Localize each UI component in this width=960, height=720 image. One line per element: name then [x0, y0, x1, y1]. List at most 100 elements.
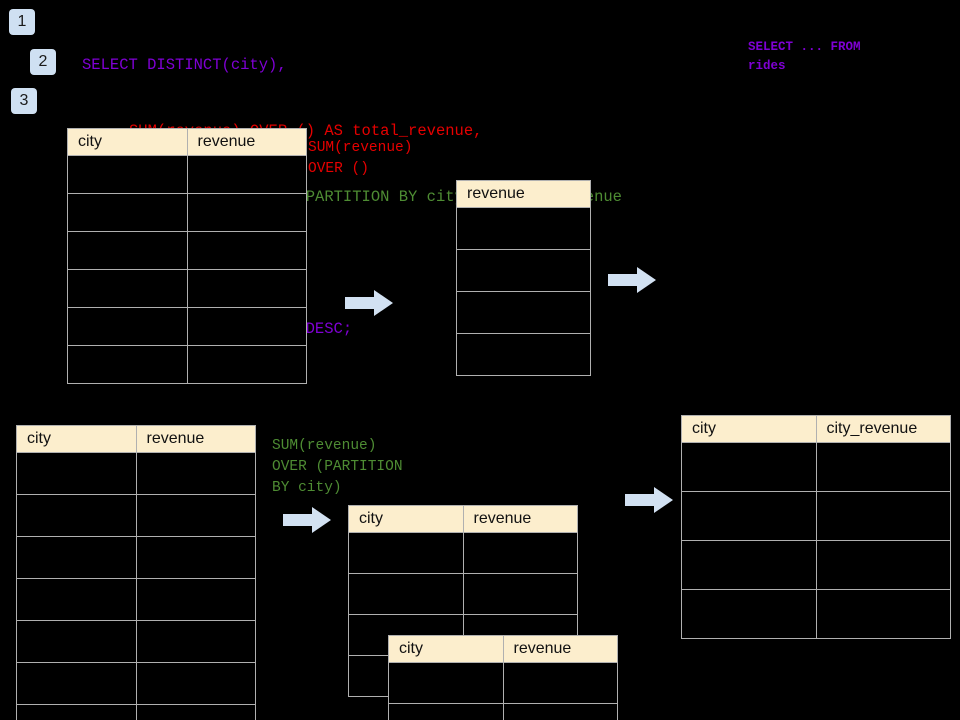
table-cell	[388, 662, 504, 704]
arrow-total-to-result-top-icon	[608, 267, 656, 293]
table-cell	[186, 269, 307, 308]
sum-over-partition-callout: SUM(revenue) OVER (PARTITION BY city)	[272, 438, 403, 496]
arrow-source-to-partition-icon	[283, 507, 331, 533]
column-header-city: city	[16, 425, 137, 453]
column-header-city: city	[681, 415, 817, 443]
table-row	[67, 307, 307, 346]
city-revenue-result-table: city city_revenue	[681, 415, 951, 639]
table-header-row: city revenue	[16, 425, 256, 453]
table-row	[16, 494, 256, 537]
rides-source-table: city revenue	[67, 128, 307, 384]
column-header-city: city	[388, 635, 504, 663]
table-header-row: revenue	[456, 180, 591, 208]
table-cell	[16, 452, 137, 495]
table-row	[681, 442, 951, 492]
table-cell	[16, 662, 137, 705]
table-cell	[462, 532, 578, 574]
table-row	[67, 345, 307, 384]
table-cell	[815, 442, 951, 492]
table-cell	[67, 269, 188, 308]
table-row	[16, 620, 256, 663]
column-header-city: city	[67, 128, 188, 156]
table-cell	[186, 193, 307, 232]
table-cell	[16, 704, 137, 720]
partition-group-table-front: city revenue	[388, 635, 618, 720]
step-badge-1[interactable]: 1	[9, 9, 35, 35]
table-cell	[456, 249, 591, 292]
step-badge-3[interactable]: 3	[11, 88, 37, 114]
table-cell	[388, 703, 504, 720]
table-row	[67, 193, 307, 232]
table-cell	[135, 704, 256, 720]
table-cell	[815, 491, 951, 541]
partition-group-table-back: city revenue	[348, 505, 578, 697]
column-header-revenue: revenue	[502, 635, 618, 663]
table-row	[681, 540, 951, 590]
arrow-partition-to-result-icon	[625, 487, 673, 513]
table-cell	[135, 578, 256, 621]
table-cell	[456, 291, 591, 334]
table-header-row: city city_revenue	[681, 415, 951, 443]
table-cell	[135, 536, 256, 579]
table-row	[681, 491, 951, 541]
table-row	[388, 703, 618, 720]
column-header-revenue: revenue	[462, 505, 578, 533]
select-from-rides-callout: SELECT ... FROM rides	[748, 40, 861, 73]
table-row	[456, 207, 591, 250]
table-cell	[502, 703, 618, 720]
rides-source-table-lower: city revenue	[16, 425, 256, 720]
table-cell	[502, 662, 618, 704]
table-cell	[16, 494, 137, 537]
table-header-row: city revenue	[348, 505, 578, 533]
table-cell	[67, 345, 188, 384]
table-row	[348, 532, 578, 574]
table-cell	[67, 307, 188, 346]
table-row	[388, 662, 618, 704]
table-row	[67, 155, 307, 194]
table-cell	[135, 620, 256, 663]
table-row	[456, 249, 591, 292]
table-cell	[16, 620, 137, 663]
table-cell	[67, 155, 188, 194]
table-cell	[348, 573, 464, 615]
table-cell	[135, 494, 256, 537]
table-cell	[681, 589, 817, 639]
table-cell	[186, 231, 307, 270]
table-cell	[186, 345, 307, 384]
table-row	[67, 231, 307, 270]
table-cell	[16, 578, 137, 621]
step-badge-2[interactable]: 2	[30, 49, 56, 75]
table-cell	[67, 193, 188, 232]
table-row	[16, 704, 256, 720]
table-cell	[815, 589, 951, 639]
table-cell	[186, 307, 307, 346]
table-row	[16, 536, 256, 579]
table-header-row: city revenue	[67, 128, 307, 156]
table-cell	[348, 532, 464, 574]
sql-line-1: SELECT DISTINCT(city),	[82, 56, 287, 74]
table-cell	[681, 442, 817, 492]
table-row	[67, 269, 307, 308]
table-row	[16, 578, 256, 621]
table-cell	[681, 491, 817, 541]
column-header-revenue: revenue	[135, 425, 256, 453]
table-row	[16, 452, 256, 495]
column-header-revenue: revenue	[456, 180, 591, 208]
table-row	[456, 291, 591, 334]
table-cell	[16, 536, 137, 579]
column-header-city-revenue: city_revenue	[815, 415, 951, 443]
table-row	[681, 589, 951, 639]
table-cell	[681, 540, 817, 590]
column-header-city: city	[348, 505, 464, 533]
table-row	[16, 662, 256, 705]
table-cell	[815, 540, 951, 590]
sum-over-empty-callout: SUM(revenue) OVER ()	[308, 140, 413, 177]
column-header-revenue: revenue	[186, 128, 307, 156]
table-cell	[135, 452, 256, 495]
table-cell	[135, 662, 256, 705]
table-cell	[456, 207, 591, 250]
total-revenue-table: revenue	[456, 180, 591, 376]
table-cell	[462, 573, 578, 615]
table-row	[348, 573, 578, 615]
